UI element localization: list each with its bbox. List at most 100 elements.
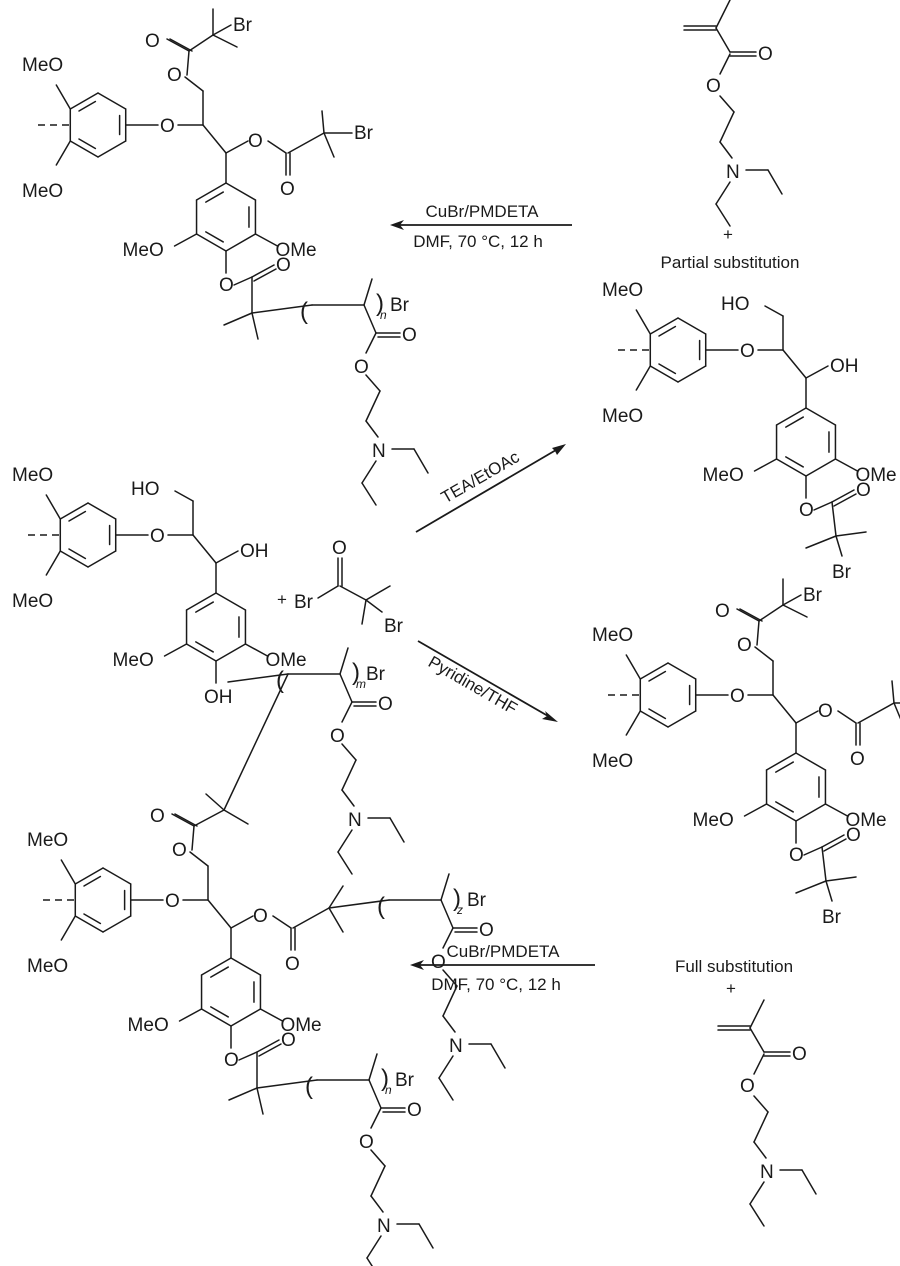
- ring-bond: [69, 92, 99, 110]
- bond: [831, 489, 855, 503]
- ether-oxygen: O: [150, 526, 165, 547]
- ring-bond: [765, 803, 797, 822]
- bond: [782, 604, 808, 618]
- bond: [825, 880, 833, 902]
- ring-bond: [225, 233, 257, 252]
- bond: [795, 710, 819, 724]
- amine-nitrogen: N: [377, 1216, 391, 1237]
- arrow-tea: TEA/EtOAc: [415, 444, 566, 533]
- carbonyl-oxygen: O: [407, 1100, 422, 1121]
- alpha-ester-oxygen: O: [253, 906, 268, 927]
- carbonyl-oxygen: O: [150, 806, 165, 827]
- bond: [749, 1203, 765, 1227]
- methoxy-label: MeO: [12, 465, 53, 486]
- bond: [821, 834, 845, 848]
- bond: [45, 550, 62, 576]
- bond: [233, 276, 253, 286]
- bond: [824, 803, 849, 817]
- bond: [736, 608, 760, 622]
- phenolic-ester-oxygen: O: [789, 845, 804, 866]
- carbonyl-oxygen: O: [280, 179, 295, 200]
- methoxy-label: MeO: [123, 240, 164, 261]
- bond: [625, 710, 642, 736]
- ring-double-bond: [775, 761, 794, 773]
- bond: [256, 1087, 264, 1115]
- bond: [339, 647, 349, 675]
- bond: [803, 846, 823, 856]
- ring-double-bond: [785, 456, 804, 468]
- bond: [223, 312, 253, 326]
- carbonyl-oxygen: O: [402, 325, 417, 346]
- bond: [223, 809, 249, 825]
- bond: [238, 1051, 258, 1061]
- bond: [230, 915, 254, 929]
- bond: [753, 458, 778, 472]
- bond: [60, 915, 77, 941]
- bond: [442, 985, 458, 1017]
- ring-bond: [667, 662, 697, 680]
- ring-bond: [97, 92, 127, 110]
- bond: [171, 813, 195, 827]
- ring-double-bond: [78, 138, 97, 150]
- bond: [440, 899, 454, 929]
- methoxy-label: MeO: [592, 625, 633, 646]
- ring-bond: [69, 140, 99, 158]
- bond: [801, 1169, 817, 1195]
- ring-bond: [795, 752, 827, 771]
- bond: [267, 140, 287, 154]
- repeat-bracket-open: (: [276, 667, 284, 694]
- bond: [442, 1015, 456, 1033]
- bond: [739, 608, 763, 622]
- gamma-ester-oxygen: O: [737, 635, 752, 656]
- bond: [835, 531, 867, 537]
- bond: [365, 585, 391, 601]
- bond: [323, 132, 335, 158]
- carbonyl-oxygen: O: [792, 1044, 807, 1065]
- bond: [782, 594, 802, 606]
- amine-nitrogen: N: [726, 162, 740, 183]
- ring-bond: [805, 458, 837, 477]
- methoxy-label: MeO: [12, 591, 53, 612]
- repeat-subscript: n: [380, 308, 387, 322]
- bond: [174, 813, 198, 827]
- bond: [490, 1043, 506, 1069]
- bond: [715, 27, 731, 53]
- acyl-bromine: Br: [294, 592, 314, 613]
- bond: [361, 460, 377, 484]
- bond: [805, 365, 829, 379]
- bond: [189, 851, 209, 867]
- ring-bond: [805, 407, 837, 426]
- bond: [363, 278, 373, 306]
- methoxy-label: MeO: [128, 1015, 169, 1036]
- bond: [772, 694, 797, 724]
- bond: [212, 34, 238, 48]
- ester-oxygen: O: [706, 76, 721, 97]
- bond: [719, 53, 731, 75]
- amine-nitrogen: N: [348, 810, 362, 831]
- bond: [60, 859, 77, 885]
- bond: [370, 1149, 386, 1167]
- bond: [625, 654, 642, 680]
- deaema-monomer-bottom: OON: [717, 999, 817, 1227]
- methoxy-label: OMe: [855, 465, 896, 486]
- bond: [258, 1043, 282, 1057]
- bond: [891, 680, 895, 704]
- ring-bond: [87, 502, 117, 520]
- bond: [321, 110, 325, 134]
- bond: [442, 927, 454, 949]
- ring-bond: [639, 662, 669, 680]
- methoxy-label: MeO: [22, 55, 63, 76]
- methoxy-label: OMe: [280, 1015, 321, 1036]
- bond: [337, 851, 353, 875]
- methoxy-label: MeO: [602, 406, 643, 427]
- ring-bond: [185, 592, 217, 611]
- bond: [259, 1008, 284, 1022]
- bond: [442, 969, 458, 987]
- bond: [753, 1095, 769, 1113]
- ring-double-bond: [658, 325, 677, 337]
- bond: [253, 268, 277, 282]
- methoxy-label: MeO: [27, 830, 68, 851]
